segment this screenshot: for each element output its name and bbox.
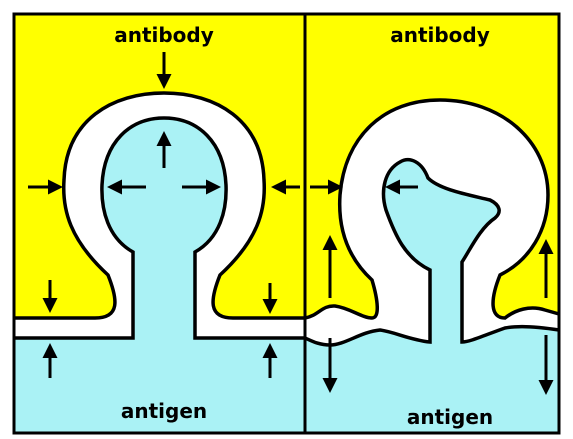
- left-antibody-label: antibody: [114, 23, 214, 47]
- left-antigen-label: antigen: [121, 399, 207, 423]
- right-panel: antibody antigen: [305, 14, 559, 433]
- left-panel: antibody antigen: [14, 14, 305, 433]
- right-antigen-label: antigen: [407, 405, 493, 429]
- right-antibody-label: antibody: [390, 23, 490, 47]
